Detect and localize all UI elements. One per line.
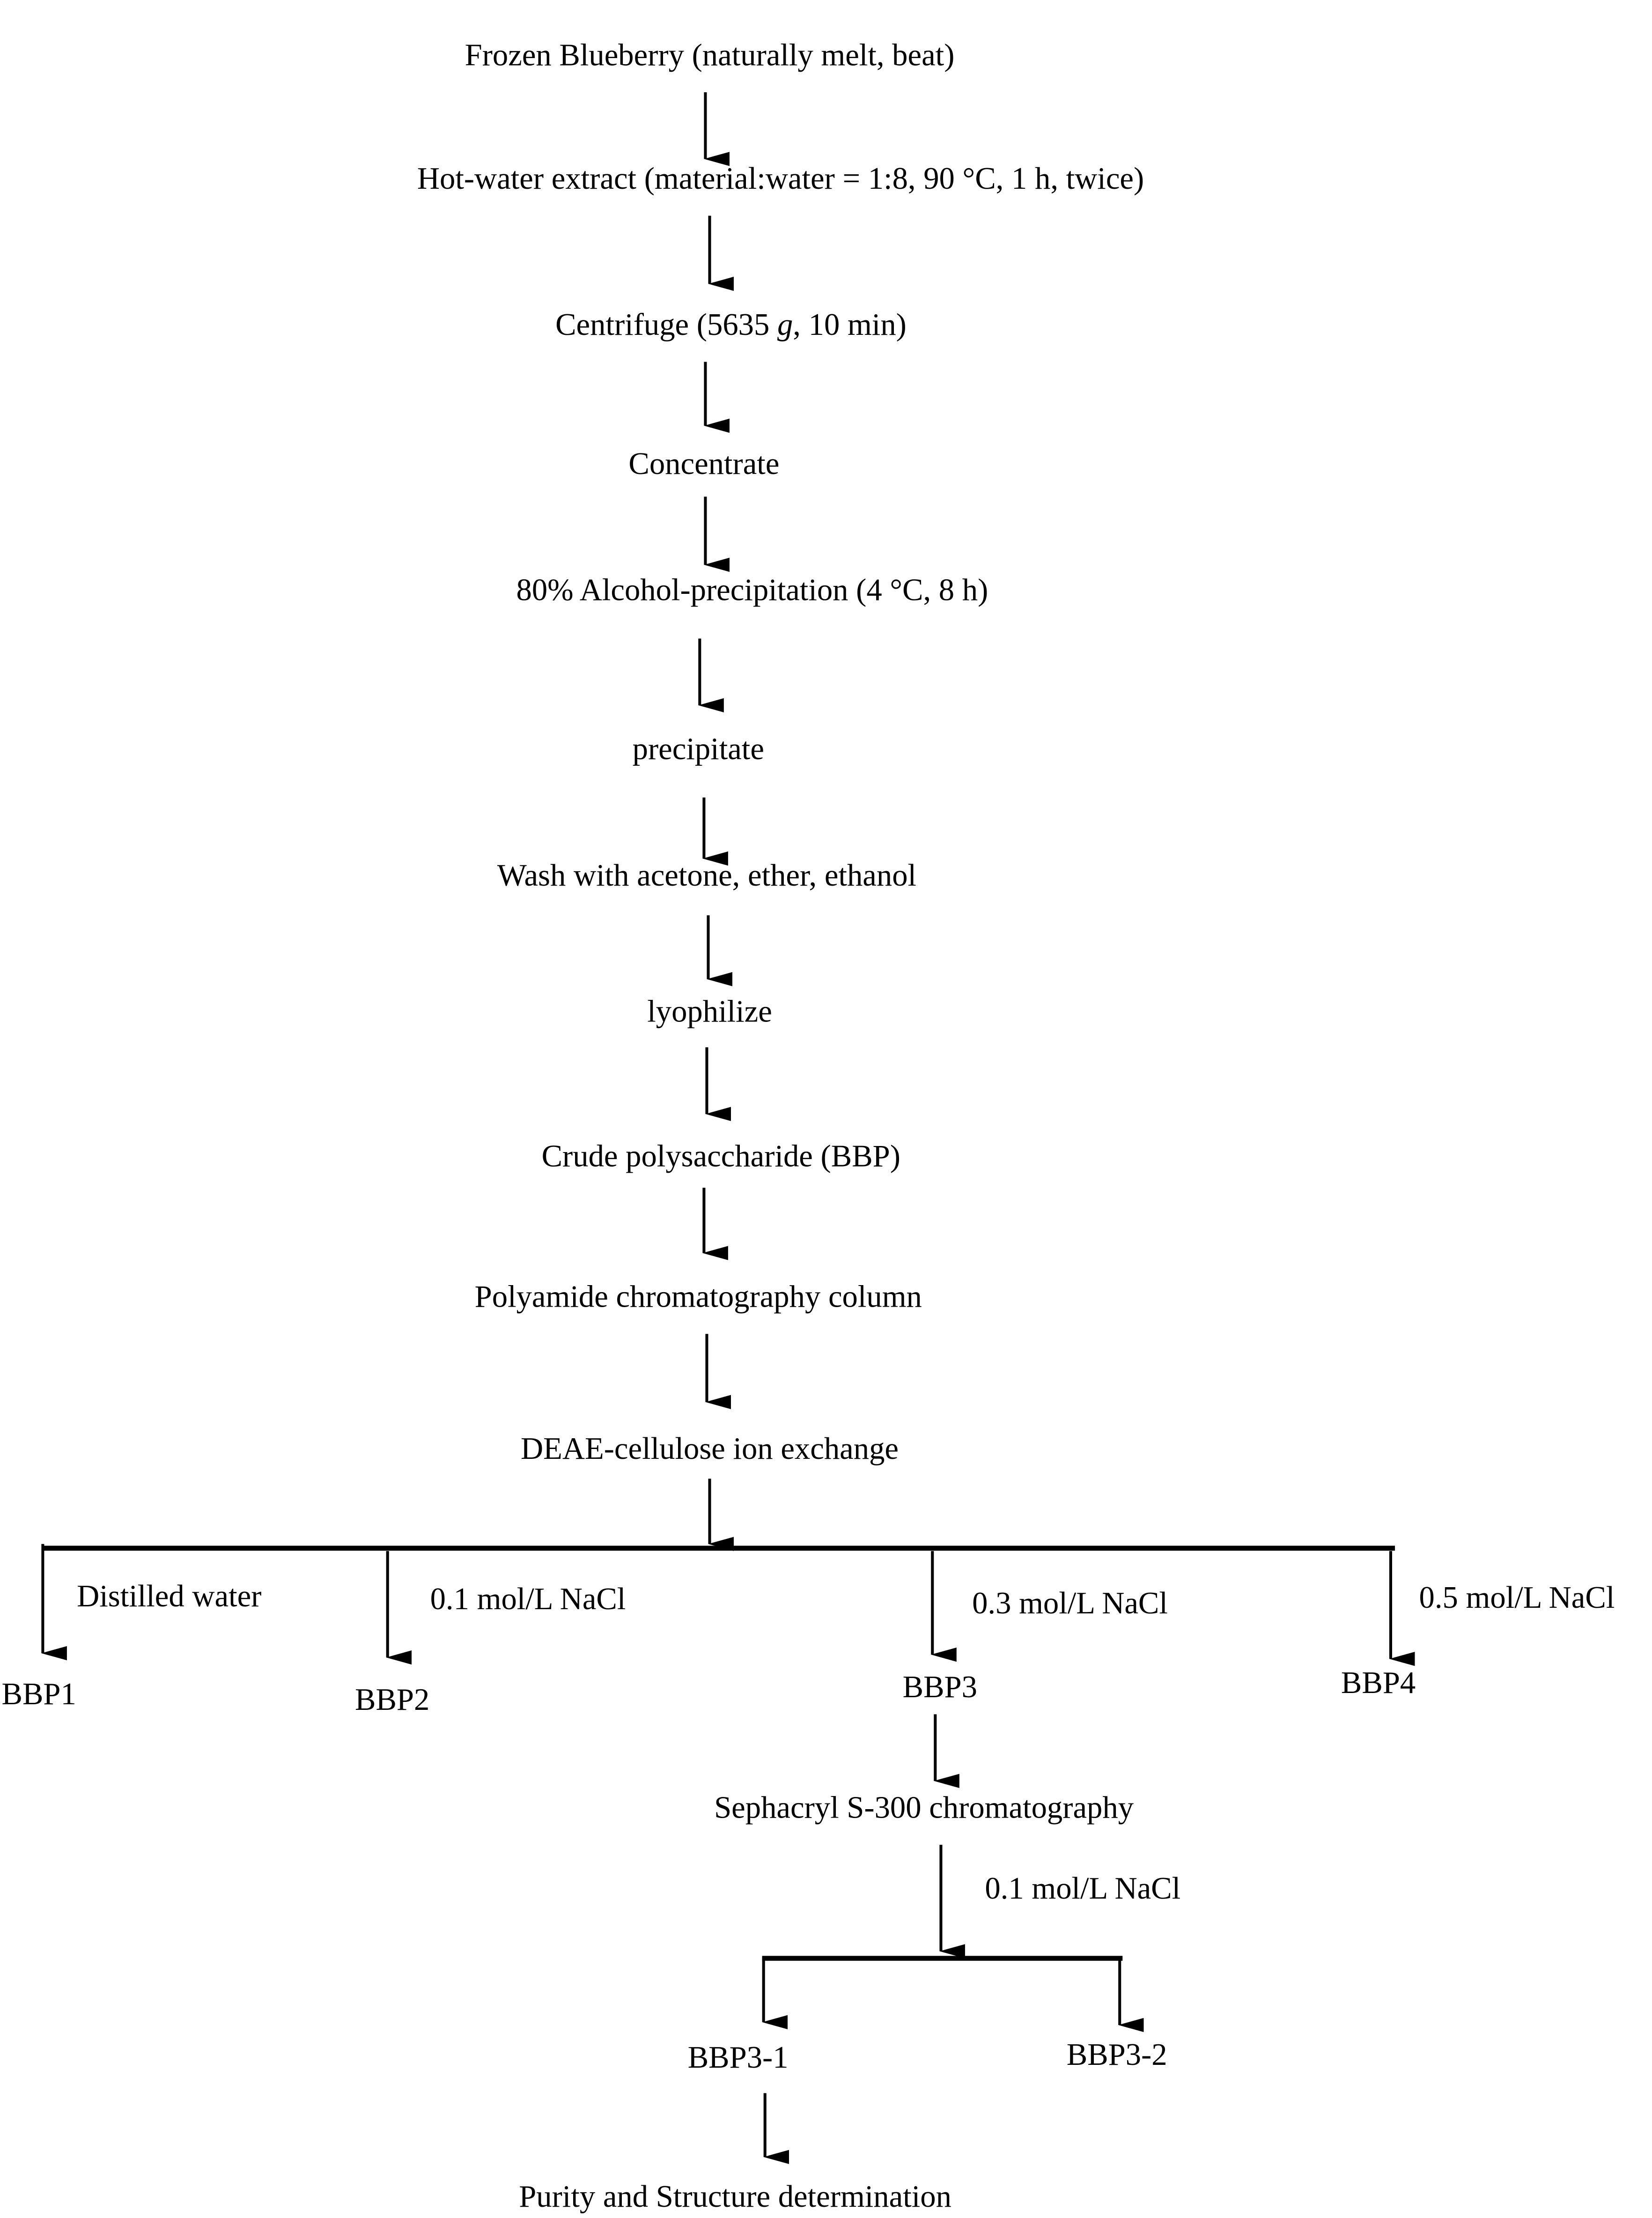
step-crude-polysaccharide: Crude polysaccharide (BBP) xyxy=(542,1139,900,1174)
product-bbp2: BBP2 xyxy=(355,1683,429,1717)
step-purity-structure: Purity and Structure determination xyxy=(519,2180,951,2214)
step-wash: Wash with acetone, ether, ethanol xyxy=(497,858,916,893)
step-deae-cellulose: DEAE-cellulose ion exchange xyxy=(521,1432,899,1466)
step-frozen-blueberry: Frozen Blueberry (naturally melt, beat) xyxy=(465,38,955,72)
step-concentrate: Concentrate xyxy=(628,447,779,481)
eluent-label: 0.5 mol/L NaCl xyxy=(1419,1581,1615,1615)
product-bbp3-2: BBP3-2 xyxy=(1067,2038,1167,2072)
product-bbp1: BBP1 xyxy=(2,1677,76,1711)
step-polyamide-column: Polyamide chromatography column xyxy=(475,1280,922,1314)
product-bbp3-1: BBP3-1 xyxy=(688,2041,789,2075)
step-centrifuge: Centrifuge (5635 g, 10 min) xyxy=(555,308,907,342)
step-alcohol-precipitation: 80% Alcohol-precipitation (4 °C, 8 h) xyxy=(516,573,988,607)
eluent-label: 0.1 mol/L NaCl xyxy=(985,1871,1180,1906)
step-hot-water-extract: Hot-water extract (material:water = 1:8,… xyxy=(417,162,1144,196)
step-sephacryl: Sephacryl S-300 chromatography xyxy=(714,1791,1134,1825)
eluent-label: 0.3 mol/L NaCl xyxy=(972,1586,1168,1620)
product-bbp4: BBP4 xyxy=(1341,1666,1416,1700)
step-precipitate: precipitate xyxy=(633,732,764,766)
product-bbp3: BBP3 xyxy=(903,1670,977,1704)
eluent-label: Distilled water xyxy=(77,1579,261,1613)
step-lyophilize: lyophilize xyxy=(647,995,772,1029)
eluent-label: 0.1 mol/L NaCl xyxy=(430,1582,626,1616)
